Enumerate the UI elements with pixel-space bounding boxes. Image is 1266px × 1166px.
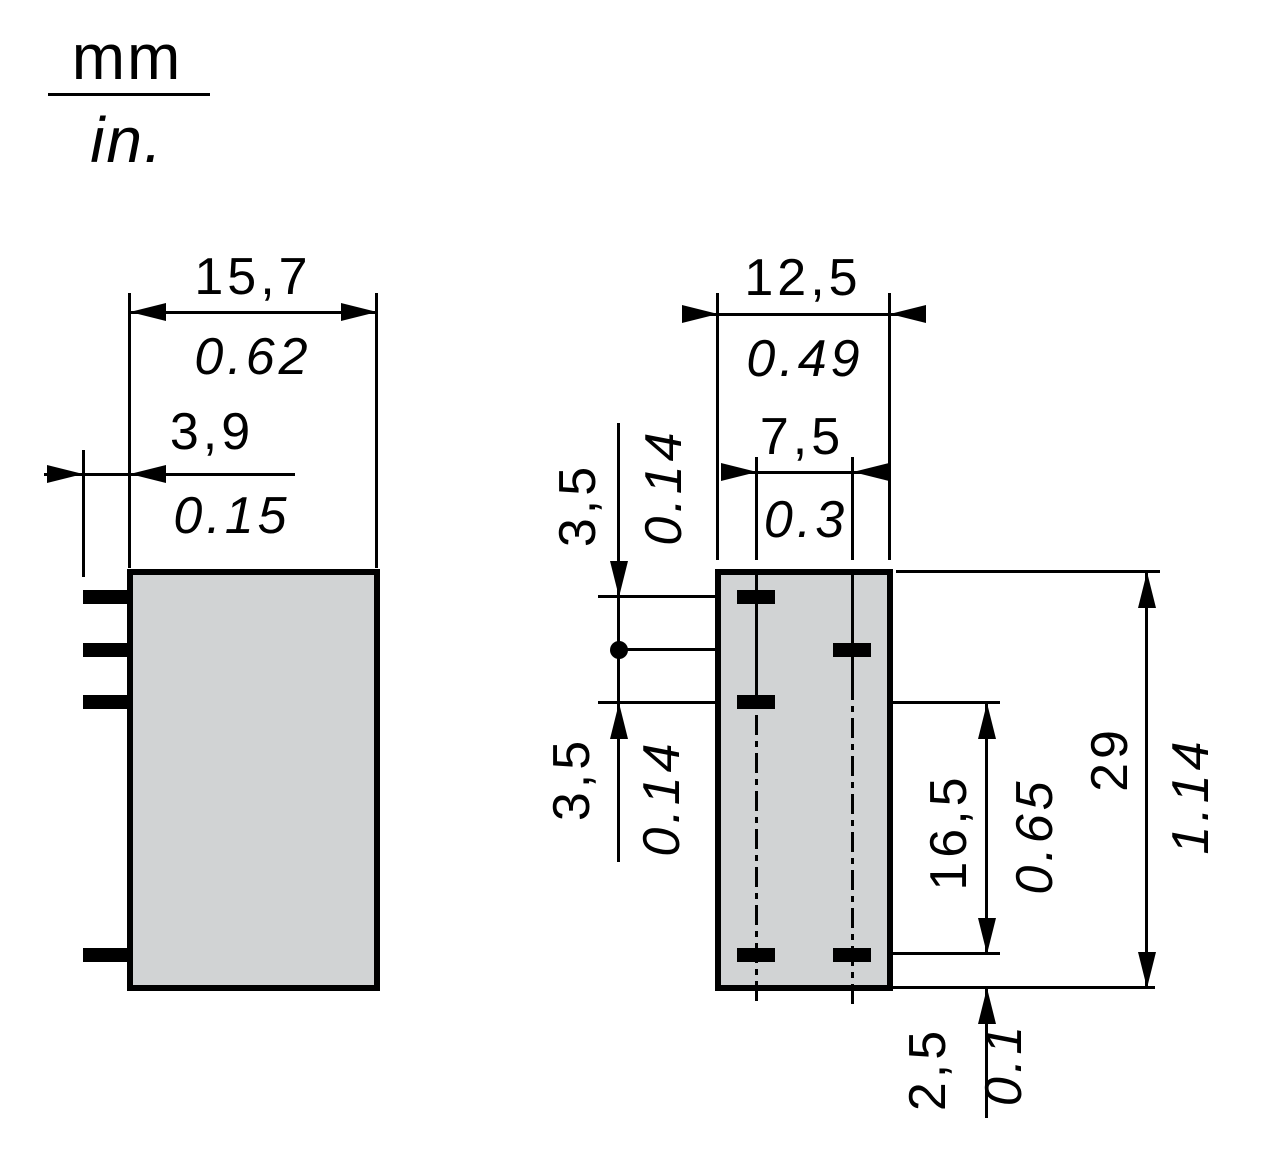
relay-body-bottom-view <box>715 569 893 991</box>
extension-line-pin-tip <box>82 450 85 577</box>
centerline <box>851 574 854 680</box>
arrowhead-right-icon <box>721 463 757 481</box>
dimension-line-body-height <box>1145 572 1148 988</box>
centerline-extension <box>851 457 854 560</box>
extension-line <box>128 293 131 568</box>
pad-bar <box>833 948 871 962</box>
dim-pin-pitch-v1-in: 0.14 <box>635 428 693 546</box>
pin-bar <box>83 643 133 657</box>
dim-left-body-width-in: 0.62 <box>194 328 312 386</box>
dim-right-body-width-mm: 12,5 <box>744 249 862 307</box>
arrowhead-left-icon <box>130 303 166 321</box>
arrowhead-down-icon <box>1138 952 1156 988</box>
arrowhead-up-icon <box>610 703 628 739</box>
dim-pin-pitch-v1-mm: 3,5 <box>549 462 607 548</box>
dimension-line-pin-row-span <box>985 703 988 954</box>
dim-pin-row-span-in: 0.65 <box>1006 777 1064 895</box>
extension-line <box>375 293 378 568</box>
dim-body-height-mm: 29 <box>1081 726 1139 792</box>
leader-line-row4 <box>890 952 1000 955</box>
leader-line-body-top <box>896 570 1160 573</box>
dimension-line-body-width <box>684 313 923 316</box>
arrowhead-up-icon <box>978 988 996 1024</box>
dim-pin-pitch-h-mm: 7,5 <box>759 408 845 466</box>
dim-pin-pitch-h-in: 0.3 <box>763 491 849 549</box>
dim-pin-protrusion-mm: 3,9 <box>169 403 255 461</box>
arrowhead-right-icon <box>682 305 718 323</box>
legend-imperial-unit: in. <box>90 104 164 176</box>
dim-body-height-in: 1.14 <box>1162 737 1220 855</box>
dimension-line-body-width <box>130 311 377 314</box>
pin-bar <box>83 948 133 962</box>
dimension-line-pin-protrusion <box>44 473 295 476</box>
legend-metric-unit: mm <box>71 21 183 93</box>
arrowhead-left-icon <box>853 463 889 481</box>
arrowhead-up-icon <box>978 703 996 739</box>
pad-bar <box>737 695 775 709</box>
pad-bar <box>737 948 775 962</box>
arrowhead-down-icon <box>610 561 628 597</box>
relay-body-side-view <box>127 569 380 991</box>
dim-pin-protrusion-in: 0.15 <box>173 487 291 545</box>
arrowhead-left-icon <box>890 305 926 323</box>
dim-pin-length-mm: 2,5 <box>899 1026 957 1112</box>
centerline-dashed <box>851 680 854 1007</box>
pad-bar <box>833 643 871 657</box>
centerline-extension <box>755 457 758 560</box>
dim-left-body-width-mm: 15,7 <box>194 248 312 306</box>
pin-bar <box>83 695 133 709</box>
pad-bar <box>737 590 775 604</box>
dimension-line-pin-pitch <box>722 471 886 474</box>
dim-pin-length-in: 0.1 <box>975 1021 1033 1107</box>
dim-pin-pitch-v2-mm: 3,5 <box>543 736 601 822</box>
dim-pin-pitch-v2-in: 0.14 <box>633 739 691 857</box>
pin-bar <box>83 590 133 604</box>
dim-pin-row-span-mm: 16,5 <box>920 773 978 891</box>
arrowhead-up-icon <box>1138 572 1156 608</box>
centerline <box>755 574 758 677</box>
legend-divider-line <box>48 93 210 96</box>
centerline-dashed <box>755 677 758 1007</box>
arrowhead-right-icon <box>341 303 377 321</box>
seating-plane-line <box>886 986 1155 989</box>
arrowhead-down-icon <box>978 918 996 954</box>
dimension-line-pin-length <box>985 988 988 1118</box>
extension-line <box>716 293 719 560</box>
arrowhead-right-icon <box>47 465 83 483</box>
arrowhead-left-icon <box>130 465 166 483</box>
dim-right-body-width-in: 0.49 <box>746 330 864 388</box>
extension-line <box>888 293 891 560</box>
leader-line-row1 <box>598 595 718 598</box>
